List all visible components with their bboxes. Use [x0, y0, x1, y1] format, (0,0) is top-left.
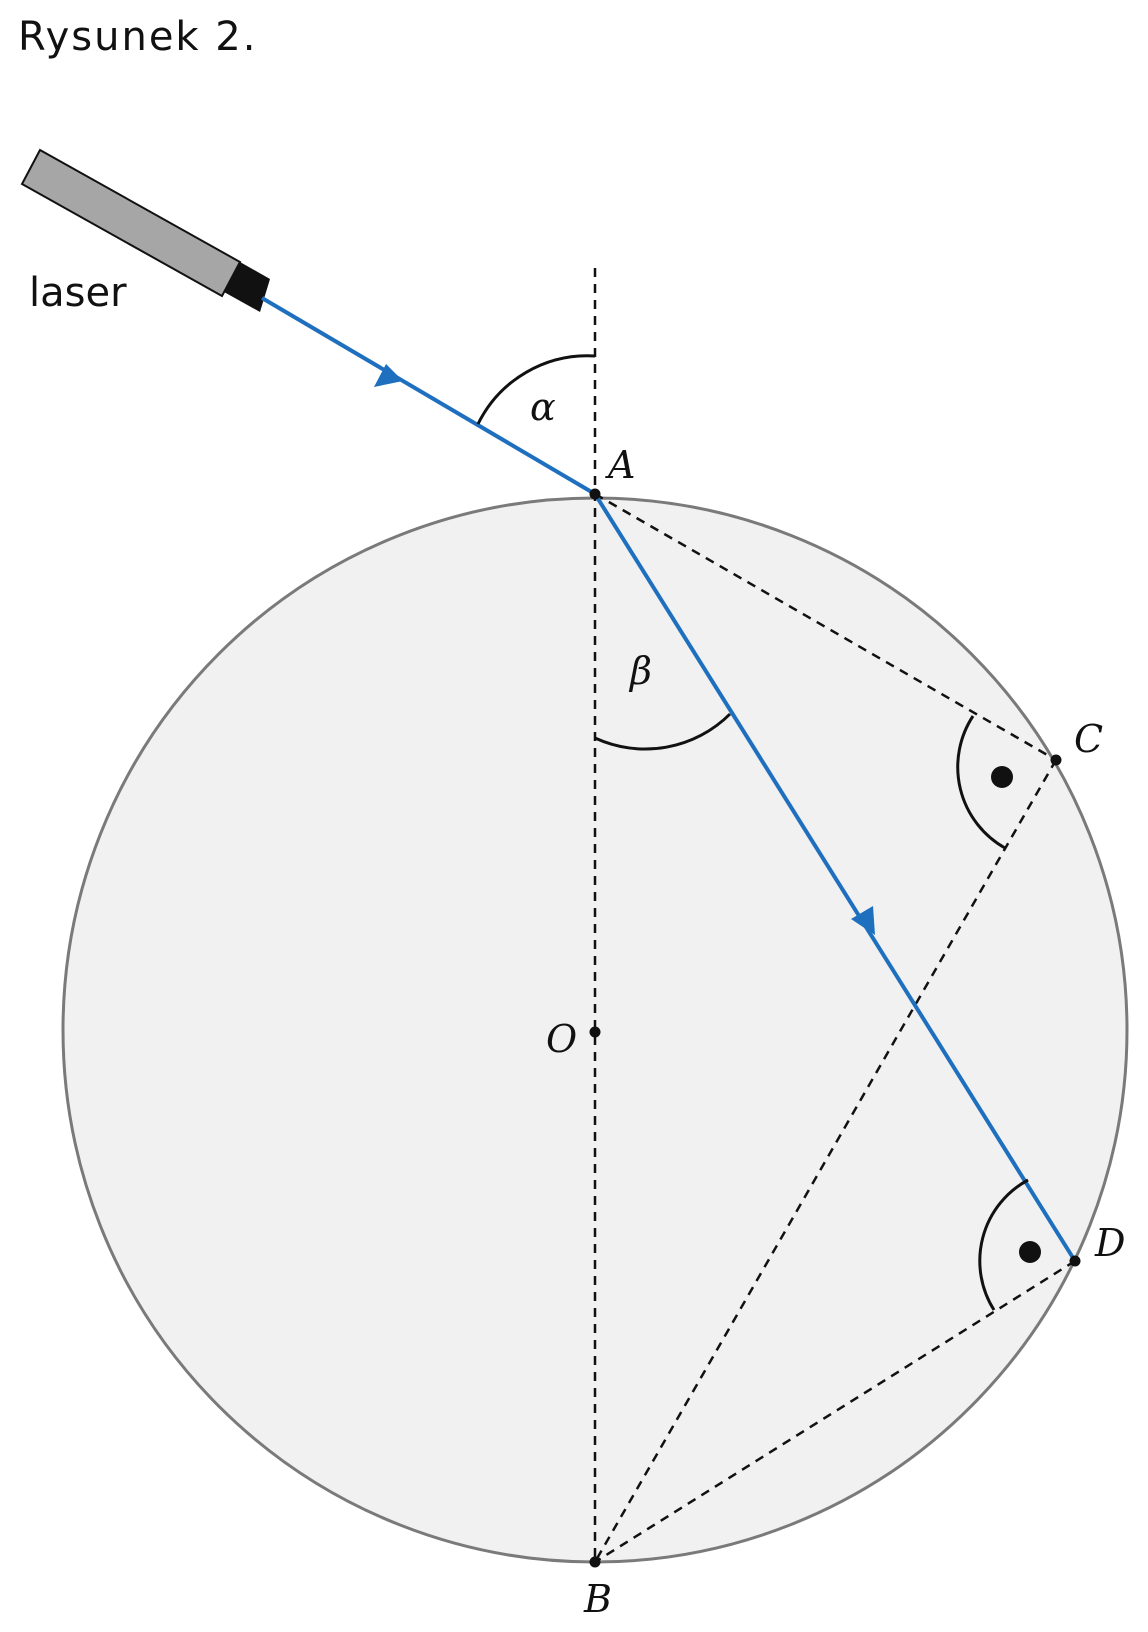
- point-o: [589, 1026, 601, 1038]
- right-angle-dot-c: [991, 766, 1013, 788]
- point-o-label: O: [546, 1017, 577, 1061]
- right-angle-arc-c: [956, 715, 1006, 850]
- incident-ray: [260, 296, 597, 496]
- laser-label: laser: [29, 270, 127, 316]
- chord-c-b-dashed: [593, 759, 1058, 1563]
- point-c-label: C: [1074, 717, 1103, 761]
- point-a: [589, 488, 601, 500]
- angle-alpha-label: α: [530, 385, 556, 429]
- point-d: [1069, 1255, 1081, 1267]
- refracted-ray-arrow: [851, 906, 875, 935]
- point-a-label: A: [605, 443, 635, 487]
- figure-caption: Rysunek 2.: [18, 14, 258, 60]
- point-b: [589, 1556, 601, 1568]
- right-angle-dot-d: [1019, 1241, 1041, 1263]
- angle-beta-arc: [594, 712, 732, 751]
- chord-d-b-dashed: [594, 1259, 1076, 1564]
- point-c: [1050, 754, 1062, 766]
- chord-a-c-dashed: [594, 492, 1057, 762]
- point-d-label: D: [1094, 1221, 1125, 1265]
- angle-beta-label: β: [628, 649, 652, 693]
- incident-ray-arrow: [374, 364, 403, 387]
- angle-alpha-arc: [476, 354, 596, 425]
- laser-body: [20, 148, 242, 298]
- right-angle-arc-d: [978, 1178, 1029, 1311]
- point-b-label: B: [583, 1577, 612, 1621]
- laser-tip: [224, 262, 270, 312]
- refracted-ray: [593, 492, 1077, 1263]
